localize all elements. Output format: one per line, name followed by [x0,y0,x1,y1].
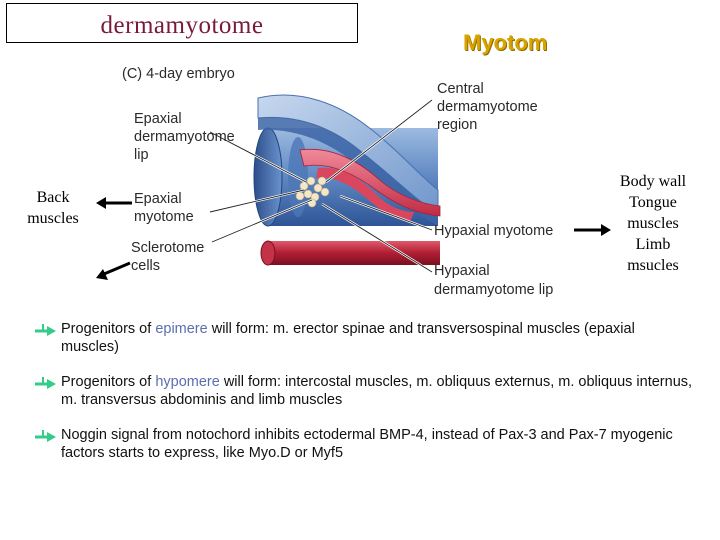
bullet-epimere: Progenitors of epimere will form: m. ere… [34,320,694,356]
arrow-back-muscles [96,197,132,209]
label-sclerotome-1: Sclerotome [131,240,204,256]
pointer-lines-dark [209,99,433,273]
bullet-arrow-icon [35,430,56,442]
bullet-noggin: Noggin signal from notochord inhibits ec… [34,426,694,462]
myotome-red [299,148,441,217]
arrow-body-wall [574,224,611,236]
label-epaxial-lip-3: lip [134,147,149,163]
bullet-hypomere: Progenitors of hypomere will form: inter… [34,373,694,409]
label-central-1: Central [437,81,484,97]
label-hypaxial-lip-2: dermamyotome lip [434,282,553,298]
aorta-tube [260,240,440,266]
body-wall-muscles-label: Body wall Tongue muscles Limb msucles [619,173,687,274]
dermamyotome-underside [258,117,438,226]
myotome-lower [316,167,414,222]
bullet-arrow-icon [35,377,56,389]
label-epaxial-lip-2: dermamyotome [134,129,235,145]
bullet-list: Progenitors of epimere will form: m. ere… [34,320,694,479]
subtitle: Myotom [463,30,548,55]
label-hypaxial-myotome: Hypaxial myotome [434,223,553,239]
back-muscles-label: Back muscles [27,189,79,227]
arrow-sclerotome [96,261,131,280]
title-box: dermamyotome [6,3,358,43]
label-epaxial-myotome-1: Epaxial [134,191,182,207]
page-title: dermamyotome [100,12,264,39]
label-epaxial-lip-1: Epaxial [134,111,182,127]
label-sclerotome-2: cells [131,258,160,274]
label-central-3: region [437,117,477,133]
label-epaxial-myotome-2: myotome [134,209,194,225]
bullet-arrow-icon [35,324,56,336]
figure-caption: (C) 4-day embryo [122,66,235,82]
label-hypaxial-lip-1: Hypaxial [434,263,490,279]
label-central-2: dermamyotome [437,99,538,115]
